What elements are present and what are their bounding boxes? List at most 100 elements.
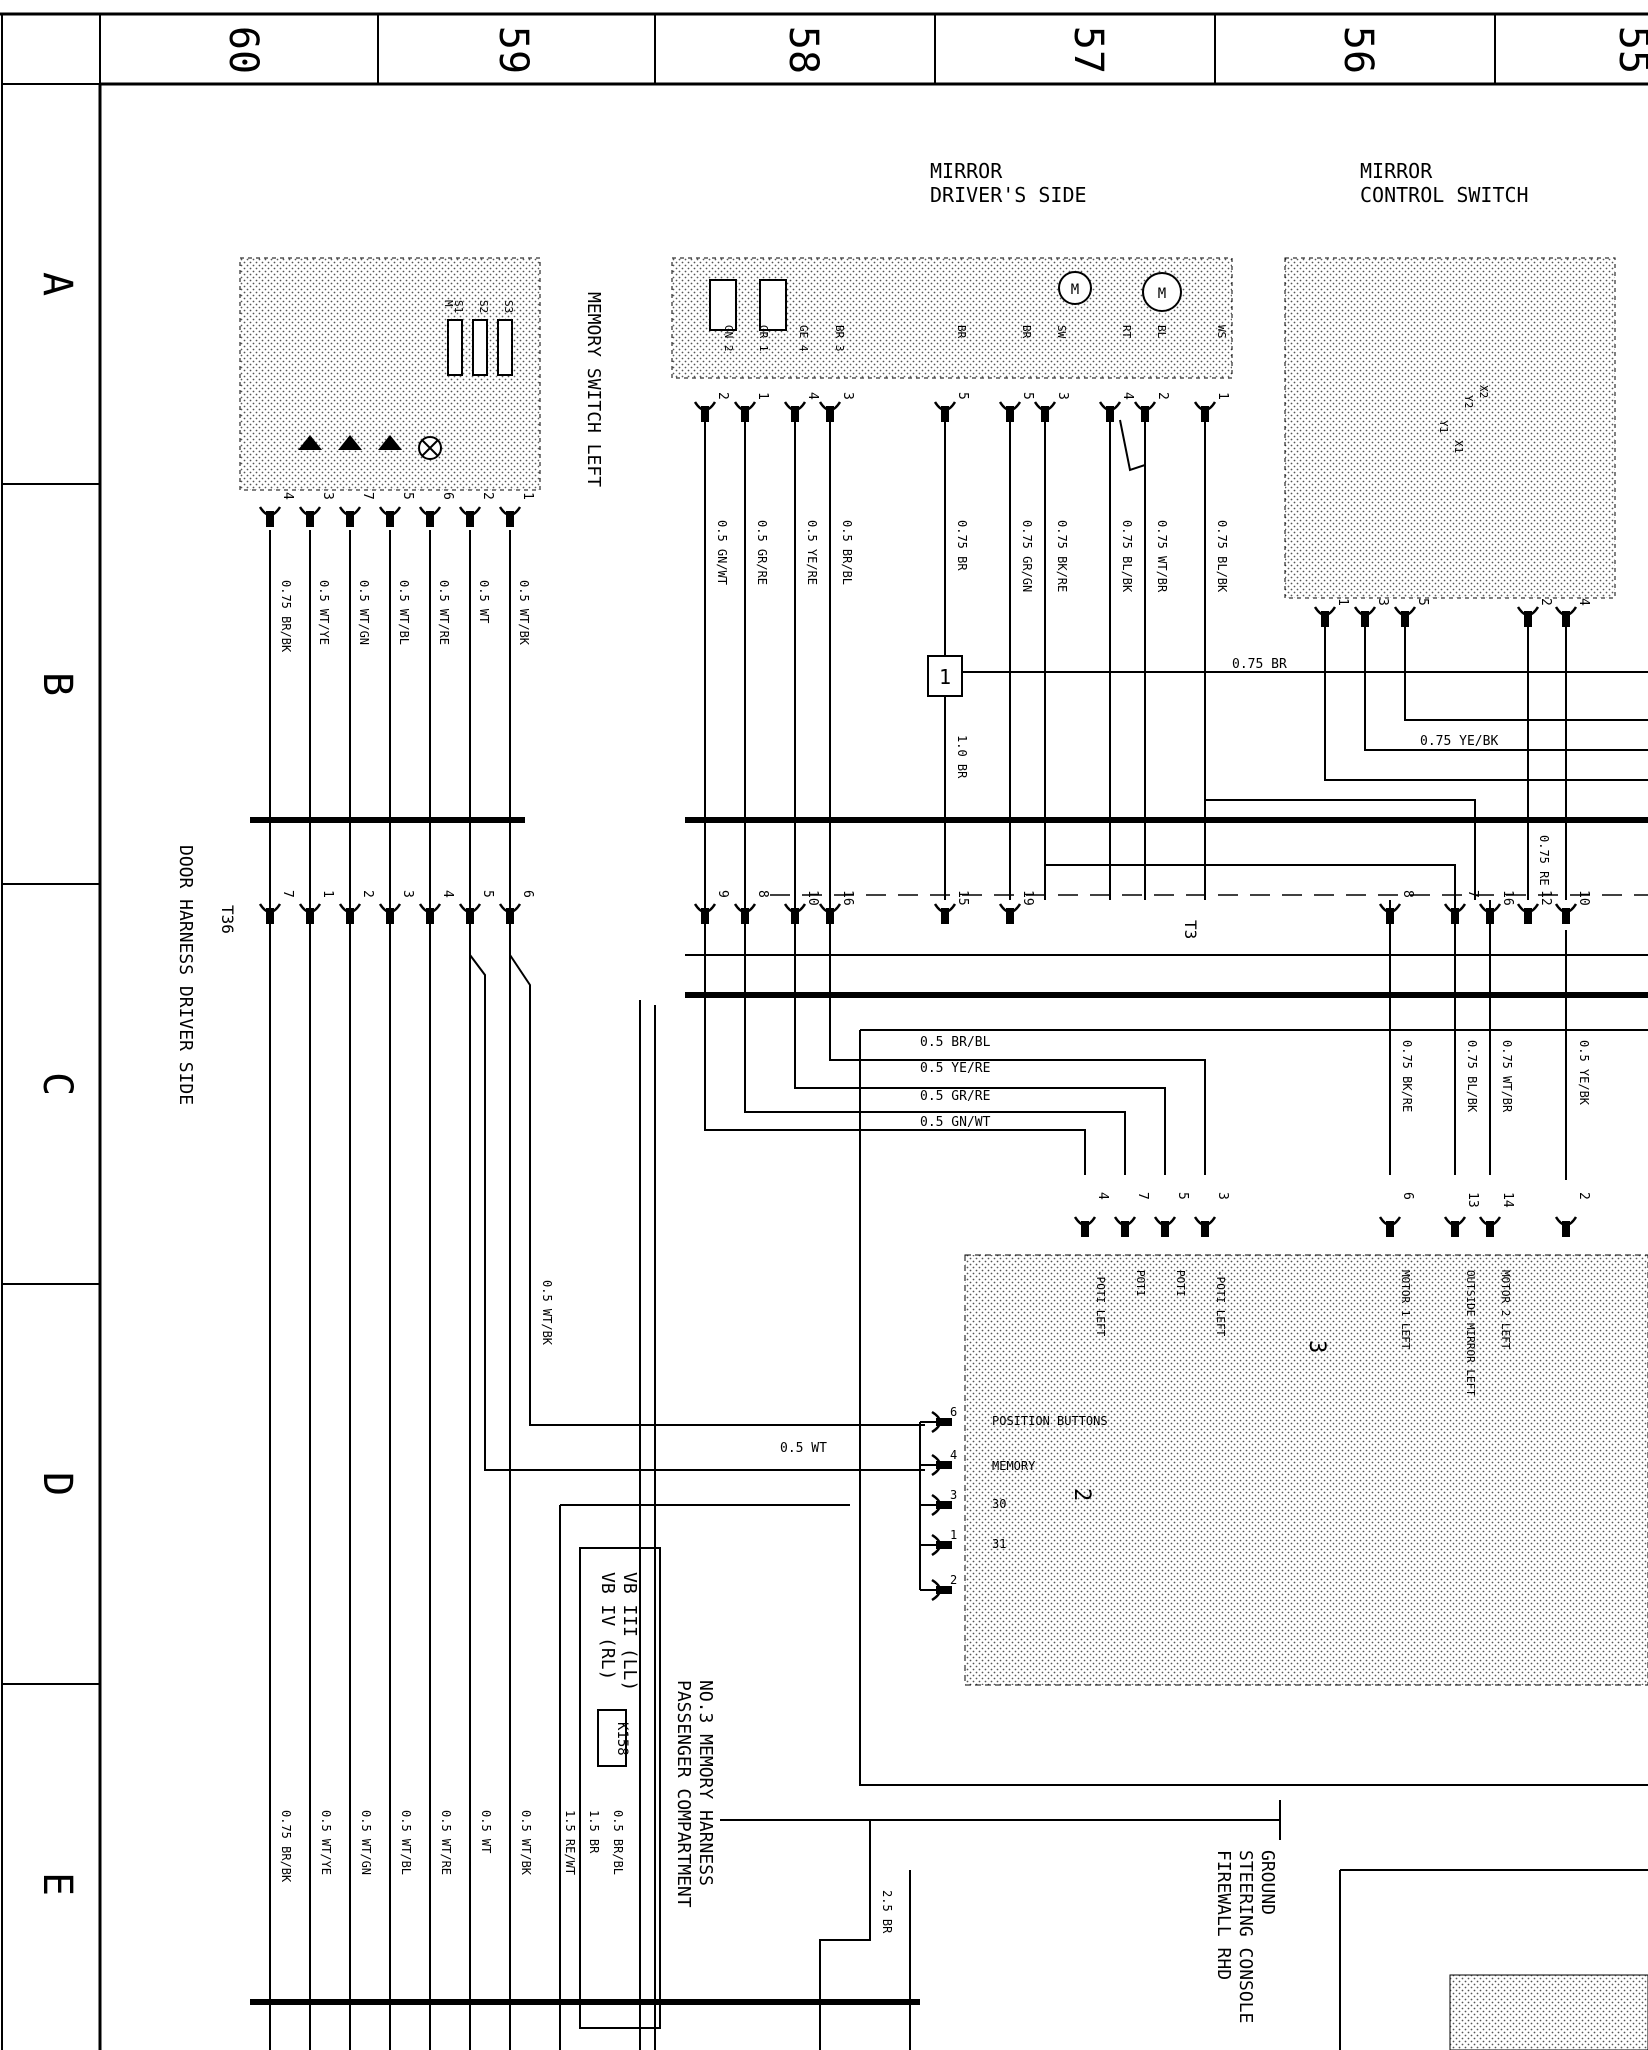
door-harness-title: DOOR HARNESS DRIVER SIDE bbox=[175, 845, 196, 1105]
mirror-route-4 bbox=[829, 900, 1206, 1175]
switch-wire-label: 0.5 WT/RE bbox=[437, 580, 451, 645]
module-top-pin-number: 14 bbox=[1500, 1192, 1515, 1208]
bottom-wire-label: 0.5 WT/BL bbox=[399, 1810, 413, 1875]
column-number: 55 bbox=[1610, 26, 1648, 74]
control-wire-1 bbox=[1324, 620, 1648, 781]
pin-body bbox=[306, 908, 314, 924]
lamp-cross bbox=[421, 439, 439, 457]
switch-pin bbox=[258, 506, 282, 527]
control-wire-5 bbox=[1404, 620, 1648, 721]
position-wire-route bbox=[509, 954, 925, 1426]
k158-label: K158 bbox=[614, 1722, 630, 1756]
module-top-pin-number: 5 bbox=[1175, 1192, 1190, 1200]
t36-pin bbox=[498, 903, 522, 924]
pin-body bbox=[1106, 406, 1114, 422]
pin-body bbox=[426, 908, 434, 924]
mirror-wire-label: 0.75 GR/GN bbox=[1020, 520, 1034, 592]
column-number: 57 bbox=[1065, 26, 1111, 74]
switch-wire-label: 0.5 WT/BL bbox=[397, 580, 411, 645]
module-top-pin-number: 6 bbox=[1400, 1192, 1415, 1200]
label-ye-bk: 0.5 YE/BK bbox=[1577, 1040, 1591, 1106]
pin-body bbox=[1562, 908, 1570, 924]
ground-title-1: GROUND bbox=[1257, 1850, 1278, 1915]
control-switch-pin bbox=[1554, 606, 1578, 627]
mirror-color-label: SW bbox=[1055, 325, 1068, 339]
mirror-pin bbox=[1193, 401, 1217, 422]
mirror-color-label: RT bbox=[1120, 325, 1133, 339]
control-pin-number: 1 bbox=[1335, 598, 1350, 606]
t36-pin bbox=[458, 903, 482, 924]
pin-body bbox=[346, 908, 354, 924]
label-wt-br: 0.75 WT/BR bbox=[1500, 1040, 1514, 1113]
switch-contact bbox=[497, 319, 513, 376]
t3-pin bbox=[733, 903, 757, 924]
module-top-label: OUTSIDE MIRROR LEFT bbox=[1464, 1270, 1477, 1396]
mirror-wire-label: 0.75 BK/RE bbox=[1055, 520, 1069, 592]
diode-symbol bbox=[298, 435, 322, 450]
t36-pin bbox=[418, 903, 442, 924]
switch-wire-label: 0.5 WT/YE bbox=[317, 580, 331, 645]
pin-body bbox=[936, 1501, 952, 1509]
diode-symbol bbox=[378, 435, 402, 450]
switch-wire-label: 0.75 BR/BK bbox=[279, 580, 293, 653]
pin-body bbox=[1486, 908, 1494, 924]
mirror-color-label: BR bbox=[955, 325, 968, 339]
t36-pin-number: 7 bbox=[280, 890, 295, 898]
memory-switch-title: MEMORY SWITCH LEFT bbox=[583, 292, 604, 487]
pin-body bbox=[346, 511, 354, 527]
mirror-pin-number: 1 bbox=[755, 392, 770, 400]
t3-right-pin bbox=[1554, 903, 1578, 924]
mirror-plug-pin bbox=[733, 401, 757, 422]
pin-body bbox=[1006, 406, 1014, 422]
wire-lines bbox=[250, 419, 1648, 2050]
t3-pin bbox=[693, 903, 717, 924]
bottom-wire-label: 1.5 RE/WT bbox=[563, 1810, 577, 1875]
pin-body bbox=[1524, 908, 1532, 924]
bottom-wire-label: 0.5 WT/GN bbox=[359, 1810, 373, 1875]
pin-body bbox=[426, 511, 434, 527]
mirror-pot-1 bbox=[709, 279, 737, 331]
module-left-pin bbox=[931, 1410, 952, 1434]
mirror-wire-label: 0.75 BL/BK bbox=[1215, 520, 1229, 593]
switch-contact bbox=[447, 319, 463, 376]
label-0-75-ye-bk: 0.75 YE/BK bbox=[1420, 734, 1498, 749]
label-1-0-br: 1.0 BR bbox=[955, 735, 969, 779]
bottom-wire-label: 0.5 WT bbox=[479, 1810, 493, 1853]
pin-body bbox=[386, 511, 394, 527]
module-left-pin-number: 2 bbox=[950, 1573, 957, 1587]
memory-harness-title-2: PASSENGER COMPARTMENT bbox=[673, 1680, 694, 1908]
ground-title-2: STEERING CONSOLE bbox=[1235, 1850, 1256, 2023]
column-number: 56 bbox=[1335, 26, 1381, 74]
module-left-pin-number: 6 bbox=[950, 1405, 957, 1419]
column-number: 59 bbox=[490, 26, 536, 74]
switch-pin bbox=[378, 506, 402, 527]
switch-pin-number: 4 bbox=[280, 492, 295, 500]
t3-pin-number: 19 bbox=[1020, 890, 1035, 906]
pin-body bbox=[506, 511, 514, 527]
switch-pin bbox=[338, 506, 362, 527]
mirror-motor-1-symbol: M bbox=[1071, 282, 1079, 298]
module-left-label: 31 bbox=[992, 1537, 1006, 1551]
pin-body bbox=[1562, 1221, 1570, 1237]
t3-pin bbox=[783, 903, 807, 924]
component-shading bbox=[239, 257, 1648, 2050]
mirror-pin-number: 2 bbox=[715, 392, 730, 400]
pin-body bbox=[1486, 1221, 1494, 1237]
t3-label: T3 bbox=[1181, 920, 1200, 939]
mirror-pin bbox=[1033, 401, 1057, 422]
mirror-pin-number: 2 bbox=[1155, 392, 1170, 400]
t36-pin-number: 2 bbox=[360, 890, 375, 898]
module-number-3: 3 bbox=[1304, 1340, 1329, 1353]
row-letter: E bbox=[34, 1872, 80, 1896]
module-top-pin-number: 2 bbox=[1576, 1192, 1591, 1200]
t3-right-pin bbox=[1378, 903, 1402, 924]
mirror-pot-2 bbox=[759, 279, 787, 331]
mirror-color-label: WS bbox=[1215, 325, 1228, 338]
k158-box bbox=[597, 1709, 627, 1767]
t36-pin bbox=[338, 903, 362, 924]
pin-body bbox=[306, 511, 314, 527]
mirror-route-3 bbox=[794, 900, 1166, 1175]
